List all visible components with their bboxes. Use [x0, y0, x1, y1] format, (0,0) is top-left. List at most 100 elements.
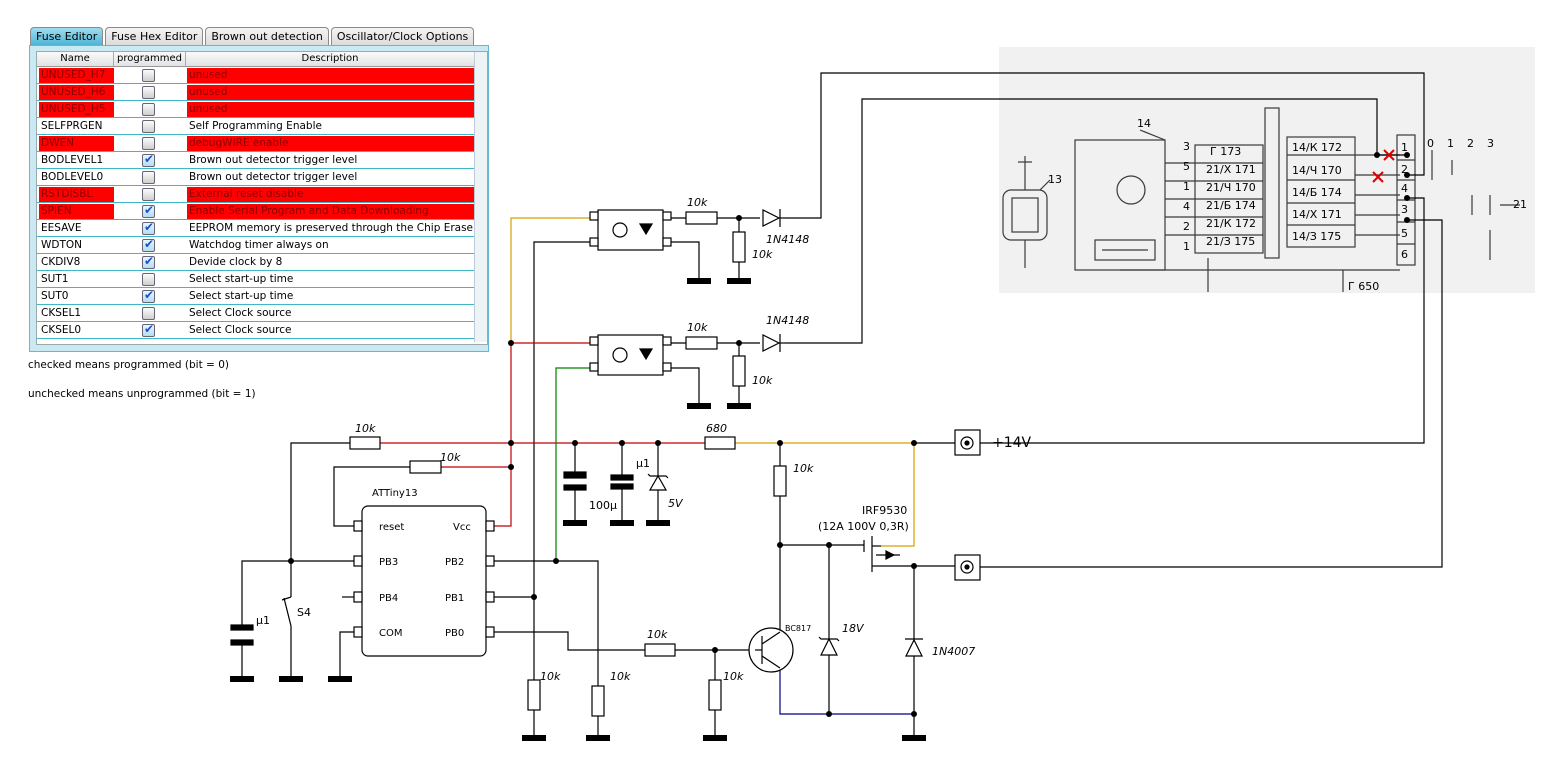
- fuse-description: Devide clock by 8: [189, 256, 283, 268]
- fuse-programmed-cell: [115, 272, 183, 287]
- programmed-checkbox[interactable]: ✔: [142, 289, 155, 303]
- fuse-row[interactable]: SPIEN ✔ Enable Serial Program and Data Dow…: [37, 203, 487, 220]
- pin-pb1: PB1: [445, 593, 464, 604]
- programmed-checkbox[interactable]: [142, 307, 155, 320]
- label-mosfet-spec: (12A 100V 0,3R): [818, 520, 909, 533]
- tab-fuse-editor[interactable]: Fuse Editor: [30, 27, 104, 45]
- fuse-programmed-cell: ✔: [115, 255, 183, 270]
- scan-left-row: 21/З 175: [1206, 235, 1255, 248]
- fuse-name: UNUSED_H6: [39, 85, 114, 100]
- programmed-checkbox[interactable]: ✔: [142, 238, 155, 252]
- label-r-pd2: 10k: [752, 374, 773, 387]
- programmed-checkbox[interactable]: ✔: [142, 255, 155, 269]
- fuse-table-scrollbar[interactable]: [474, 52, 487, 342]
- fuse-row[interactable]: SUT1 Select start-up time: [37, 271, 487, 288]
- scan-left-row: 21/Ч 170: [1206, 181, 1256, 194]
- scan-label-21: 21: [1513, 198, 1527, 211]
- row-divider: [37, 304, 487, 305]
- programmed-checkbox[interactable]: ✔: [142, 221, 155, 235]
- note-unprogrammed: unchecked means unprogrammed (bit = 1): [28, 388, 256, 400]
- scan-left-pin: 3: [1183, 140, 1190, 153]
- mcu-name: ATTiny13: [372, 488, 418, 499]
- fuse-programmed-cell: [115, 119, 183, 134]
- fuse-description: Brown out detector trigger level: [189, 171, 358, 183]
- tab-brown-out-detection[interactable]: Brown out detection: [205, 27, 329, 45]
- fuse-name: BODLEVEL0: [41, 171, 104, 183]
- fuse-name: SELFPRGEN: [41, 120, 103, 132]
- column-header-name[interactable]: Name: [37, 52, 114, 67]
- scan-pin: 3: [1401, 203, 1408, 216]
- fuse-programmed-cell: ✔: [115, 204, 183, 219]
- programmed-checkbox[interactable]: [142, 86, 155, 99]
- scan-pin: 6: [1401, 248, 1408, 261]
- fuse-programmed-cell: [115, 102, 183, 117]
- fuse-editor-window: Fuse Editor Fuse Hex Editor Brown out de…: [25, 27, 489, 409]
- fuse-row[interactable]: BODLEVEL1✔Brown out detector trigger lev…: [37, 152, 487, 169]
- junction-dots: [288, 152, 1410, 717]
- fuse-description: Watchdog timer always on: [189, 239, 329, 251]
- tab-oscillator-clock-options[interactable]: Oscillator/Clock Options: [330, 27, 475, 45]
- checkmark-icon: ✔: [144, 323, 155, 336]
- fuse-name: SPIEN: [39, 204, 114, 219]
- row-divider: [37, 338, 487, 339]
- fuse-description: Select Clock source: [189, 307, 292, 319]
- fuse-row[interactable]: CKSEL0✔Select Clock source: [37, 322, 487, 339]
- fuse-description: Select Clock source: [189, 324, 292, 336]
- fuse-row[interactable]: SUT0✔Select start-up time: [37, 288, 487, 305]
- programmed-checkbox[interactable]: [142, 103, 155, 116]
- programmed-checkbox[interactable]: [142, 188, 155, 201]
- ground-symbols: [230, 278, 926, 741]
- scan-label-14: 14: [1137, 117, 1151, 130]
- tab-fuse-hex-editor[interactable]: Fuse Hex Editor: [105, 27, 204, 45]
- scan-left-pin: 1: [1183, 240, 1190, 253]
- fuse-row[interactable]: CKDIV8 ✔ Devide clock by 8: [37, 254, 487, 271]
- scan-left-row: 21/Х 171: [1206, 163, 1256, 176]
- fuse-description: Select start-up time: [189, 273, 294, 285]
- scan-right-row: 14/Б 174: [1292, 186, 1342, 199]
- programmed-checkbox[interactable]: ✔: [142, 204, 155, 218]
- label-mosfet: IRF9530: [862, 504, 907, 517]
- programmed-checkbox[interactable]: [142, 137, 155, 150]
- fuse-description: Self Programming Enable: [189, 120, 322, 132]
- fuse-description: Enable Serial Program and Data Downloadi…: [187, 204, 474, 219]
- wires: [241, 72, 1443, 735]
- fuse-row[interactable]: EESAVE✔EEPROM memory is preserved throug…: [37, 220, 487, 237]
- programmed-checkbox[interactable]: ✔: [142, 153, 155, 167]
- pin-pb2: PB2: [445, 557, 464, 568]
- fuse-row[interactable]: WDTON✔Watchdog timer always on: [37, 237, 487, 254]
- scan-left-row: 21/Б 174: [1206, 199, 1256, 212]
- label-r-opto2: 10k: [687, 321, 708, 334]
- programmed-checkbox[interactable]: [142, 69, 155, 82]
- row-divider: [37, 117, 487, 118]
- scan-label-650: Г 650: [1348, 280, 1379, 293]
- label-supply: +14V: [992, 435, 1032, 451]
- pin-pb0: PB0: [445, 628, 464, 639]
- row-divider: [37, 100, 487, 101]
- pin-pb3: PB3: [379, 557, 398, 568]
- programmed-checkbox[interactable]: [142, 171, 155, 184]
- fuse-row[interactable]: BODLEVEL0 Brown out detector trigger leve…: [37, 169, 487, 186]
- fuse-table-header: Name programmed Description: [37, 52, 487, 67]
- label-r-pb1: 10k: [540, 670, 561, 683]
- scan-pin: 2: [1401, 163, 1408, 176]
- column-header-description[interactable]: Description: [186, 52, 475, 67]
- programmed-checkbox[interactable]: ✔: [142, 323, 155, 337]
- programmed-checkbox[interactable]: [142, 120, 155, 133]
- scan-left-pin: 4: [1183, 200, 1190, 213]
- fuse-name: CKDIV8: [41, 256, 81, 268]
- fuse-name: SUT1: [41, 273, 69, 285]
- scan-left-pin: 2: [1183, 220, 1190, 233]
- column-header-programmed[interactable]: programmed: [114, 52, 186, 67]
- schematic-labels: 10k 1N4148 10k 10k 1N4148 10k 10k 10k 68…: [256, 196, 1032, 683]
- programmed-checkbox[interactable]: [142, 273, 155, 286]
- fuse-row[interactable]: SELFPRGEN Self Programming Enable: [37, 118, 487, 135]
